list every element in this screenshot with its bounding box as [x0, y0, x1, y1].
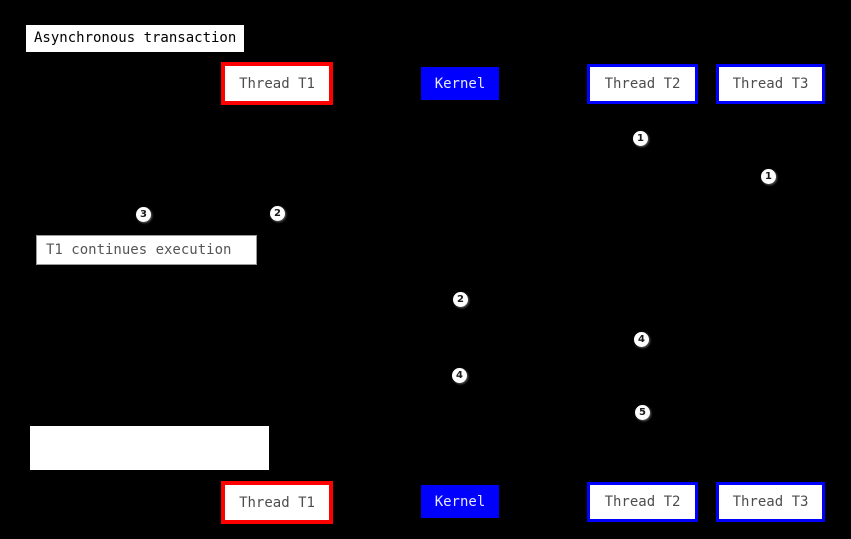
lifeline-thread-t2: Thread T2: [587, 482, 698, 522]
lifeline-kernel: Kernel: [421, 485, 499, 518]
lifeline-stub: [275, 477, 278, 481]
note-box-t1-continues: T1 continues execution: [36, 235, 257, 265]
lifeline-thread-t1: Thread T1: [221, 62, 333, 105]
lifeline-thread-t3: Thread T3: [716, 482, 825, 522]
lifeline-thread-t3: Thread T3: [716, 64, 825, 104]
step-marker-1: 1: [761, 169, 776, 184]
step-marker-1: 1: [633, 131, 648, 146]
lifeline-kernel: Kernel: [421, 67, 499, 100]
step-marker-4: 4: [452, 368, 467, 383]
lifeline-stub: [769, 478, 772, 482]
lifeline-stub: [769, 104, 772, 108]
lifeline-stub: [641, 104, 644, 108]
step-marker-3: 3: [136, 207, 151, 222]
lifeline-thread-t1: Thread T1: [221, 481, 333, 524]
step-marker-2: 2: [270, 206, 285, 221]
step-marker-4: 4: [634, 332, 649, 347]
step-marker-2: 2: [453, 292, 468, 307]
lifeline-stub: [275, 105, 278, 109]
diagram-title: Asynchronous transaction: [26, 25, 245, 52]
lifeline-stub: [641, 478, 644, 482]
note-box-empty: [30, 426, 269, 470]
lifeline-thread-t2: Thread T2: [587, 64, 698, 104]
step-marker-5: 5: [635, 405, 650, 420]
